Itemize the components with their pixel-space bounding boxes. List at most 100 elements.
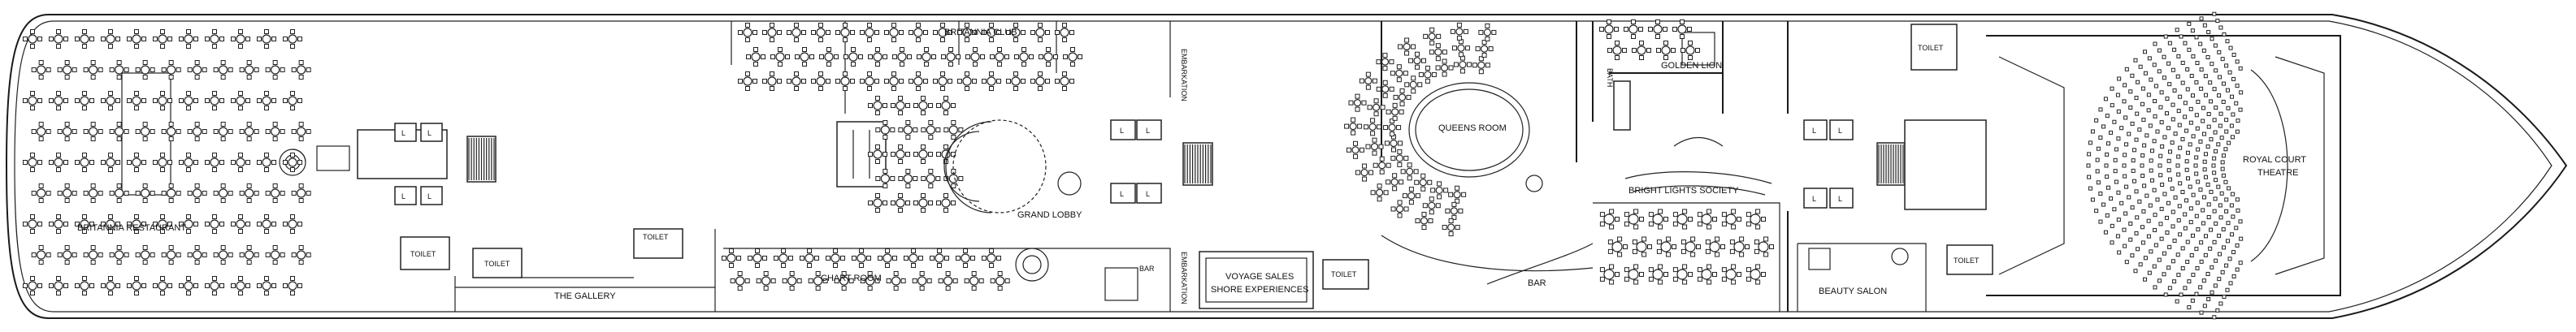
theatre-seat	[2141, 209, 2146, 213]
theatre-seat	[2157, 257, 2162, 262]
table-with-chairs	[1348, 93, 1367, 112]
table-with-chairs	[1672, 264, 1693, 285]
theatre-seat	[2198, 188, 2203, 192]
table-with-chairs	[239, 122, 259, 141]
theatre-seat	[2149, 249, 2153, 254]
theatre-seat	[2158, 163, 2162, 168]
theatre-seat	[2175, 163, 2180, 168]
theatre-seat	[2184, 159, 2189, 164]
theatre-seat	[2213, 130, 2218, 135]
table-with-chairs	[912, 271, 932, 291]
theatre-seat	[2171, 224, 2175, 229]
table-with-chairs	[1680, 41, 1700, 60]
table-with-chairs	[1697, 264, 1717, 285]
toilet-room	[633, 228, 683, 259]
table-with-chairs	[135, 183, 155, 203]
theatre-seat	[2206, 202, 2211, 207]
theatre-seat	[2166, 168, 2171, 173]
theatre-seat	[2194, 113, 2199, 118]
table-with-chairs	[83, 122, 103, 141]
theatre-seat	[2196, 99, 2201, 104]
theatre-seat	[2223, 179, 2228, 184]
theatre-seat	[2230, 94, 2235, 99]
table-with-chairs	[153, 276, 172, 295]
table-with-chairs	[1414, 173, 1433, 192]
theatre-seat	[2211, 163, 2216, 168]
theatre-seat	[2203, 152, 2208, 157]
theatre-seat	[2167, 149, 2172, 154]
table-with-chairs	[1472, 56, 1490, 75]
club-tables	[738, 23, 1082, 213]
theatre-seat	[2187, 47, 2192, 52]
table-with-chairs	[127, 29, 146, 49]
table-with-chairs	[1039, 47, 1058, 67]
theatre-seat	[2165, 231, 2170, 235]
theatre-seat	[2231, 53, 2236, 58]
table-with-chairs	[762, 23, 782, 42]
theatre-seat	[2235, 197, 2240, 202]
theatre-seat	[2194, 291, 2199, 296]
theatre-seat	[2144, 133, 2149, 138]
theatre-seat	[2105, 114, 2110, 119]
theatre-seat	[2179, 34, 2184, 39]
bright-lights-tables	[1599, 209, 1774, 285]
theatre-seat	[2224, 197, 2229, 202]
table-with-chairs	[291, 183, 311, 203]
theatre-seat	[2152, 139, 2157, 144]
theatre-seat	[2206, 124, 2211, 129]
table-with-chairs	[982, 71, 1001, 91]
table-with-chairs	[109, 60, 129, 80]
theatre-seat	[2109, 196, 2114, 201]
bright-lights-society	[1593, 137, 1780, 312]
theatre-seat	[2153, 114, 2158, 119]
theatre-seat	[2096, 180, 2101, 185]
queens-room	[1381, 21, 1594, 285]
table-with-chairs	[239, 245, 259, 265]
table-with-chairs	[49, 214, 68, 234]
voyage-sales-label-1: VOYAGE SALES	[1225, 272, 1294, 282]
theatre-seat	[2194, 171, 2199, 176]
table-with-chairs	[1398, 37, 1416, 56]
queens-room-tables	[1344, 22, 1497, 237]
theatre-seat	[2134, 189, 2139, 194]
table-with-chairs	[213, 245, 233, 265]
theatre-seat	[2171, 209, 2175, 214]
theatre-seat	[2167, 82, 2172, 87]
theatre-seat	[2217, 93, 2222, 98]
toilet-room	[1322, 259, 1369, 290]
beauty-salon-label: BEAUTY SALON	[1819, 287, 1887, 296]
theatre-seat	[2171, 102, 2175, 107]
theatre-seat	[2214, 258, 2218, 263]
theatre-seat	[2204, 234, 2209, 239]
voyage-sales-room	[1199, 251, 1314, 309]
beauty-salon	[1797, 243, 1927, 312]
table-with-chairs	[762, 71, 782, 91]
theatre-seat	[2148, 123, 2153, 128]
table-with-chairs	[231, 153, 250, 172]
theatre-seat	[2216, 184, 2221, 189]
theatre-seating	[2086, 11, 2244, 320]
table-with-chairs	[1729, 236, 1750, 257]
theatre-seat	[2235, 129, 2240, 134]
theatre-seat	[2157, 69, 2162, 74]
lift-core-forward	[1787, 21, 1987, 312]
table-with-chairs	[774, 248, 793, 268]
toilet-6-label: TOILET	[1954, 257, 1980, 265]
table-with-chairs	[153, 214, 172, 234]
theatre-seat	[2236, 119, 2240, 123]
table-with-chairs	[83, 60, 103, 80]
theatre-seat	[2176, 273, 2181, 278]
table-with-chairs	[1746, 264, 1766, 285]
theatre-seat	[2218, 25, 2223, 30]
theatre-seat	[2109, 130, 2114, 135]
table-with-chairs	[1355, 163, 1374, 182]
theatre-seat	[2189, 253, 2194, 258]
table-with-chairs	[884, 23, 904, 42]
table-with-chairs	[909, 71, 928, 91]
table-with-chairs	[868, 96, 887, 115]
theatre-seat	[2194, 155, 2199, 160]
theatre-seat	[2140, 225, 2144, 230]
theatre-seat	[2175, 299, 2179, 304]
theatre-seat	[2155, 197, 2160, 202]
theatre-seat	[2101, 124, 2105, 129]
